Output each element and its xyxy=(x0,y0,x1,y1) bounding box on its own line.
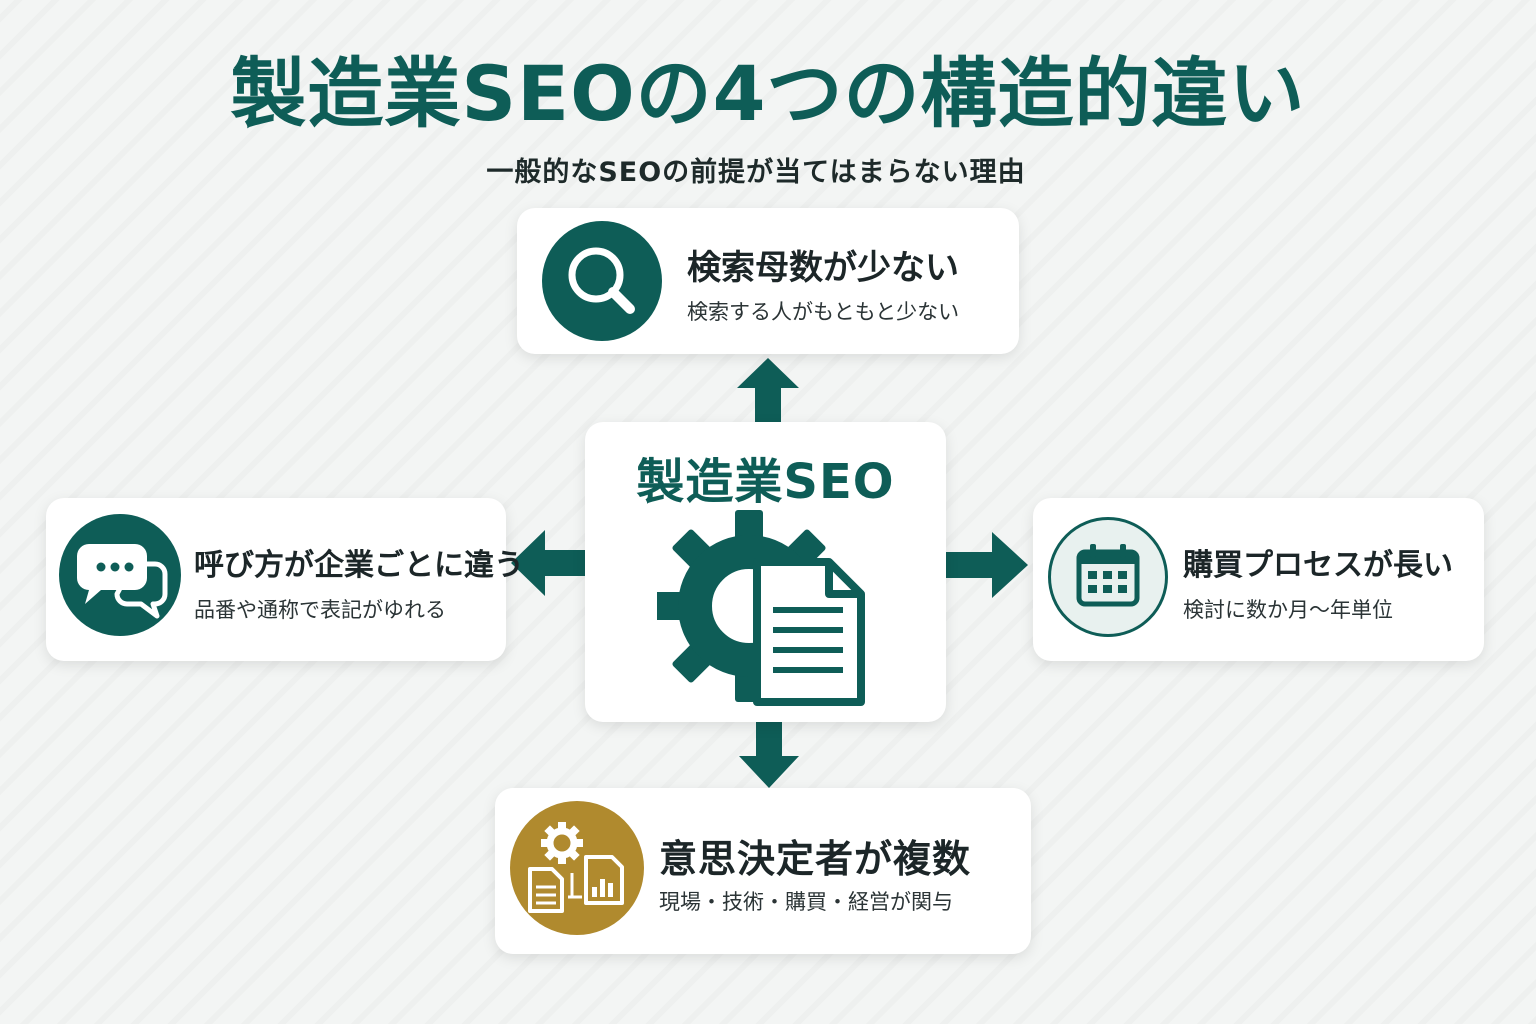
page-title: 製造業SEOの4つの構造的違い xyxy=(230,49,1306,138)
calendar-icon xyxy=(1048,517,1168,637)
card-title: 検索母数が少ない xyxy=(687,248,959,288)
gear-documents-chart-icon xyxy=(510,801,644,935)
arrow-right-icon xyxy=(946,532,1028,598)
center-title: 製造業SEO xyxy=(636,454,895,510)
arrow-up-icon xyxy=(737,358,799,424)
card-search-volume: 検索母数が少ない 検索する人がもともと少ない xyxy=(517,208,1019,354)
page-subtitle: 一般的なSEOの前提が当てはまらない理由 xyxy=(486,157,1026,188)
card-naming-variation: 呼び方が企業ごとに違う 品番や通称で表記がゆれる xyxy=(46,498,524,661)
card-description: 検索する人がもともと少ない xyxy=(687,300,960,324)
card-decision-makers: 意思決定者が複数 現場・技術・購買・経営が関与 xyxy=(495,788,1031,954)
card-title: 購買プロセスが長い xyxy=(1183,548,1453,583)
arrow-down-icon xyxy=(739,722,799,788)
card-description: 検討に数か月〜年単位 xyxy=(1183,598,1393,622)
card-title: 意思決定者が複数 xyxy=(659,837,972,881)
chat-bubbles-icon xyxy=(59,514,181,636)
card-description: 現場・技術・購買・経営が関与 xyxy=(659,890,953,914)
card-description: 品番や通称で表記がゆれる xyxy=(194,598,446,622)
gear-document-icon xyxy=(653,504,879,710)
card-title: 呼び方が企業ごとに違う xyxy=(194,548,524,583)
card-purchase-process: 購買プロセスが長い 検討に数か月〜年単位 xyxy=(1033,498,1484,661)
arrow-left-icon xyxy=(511,530,585,596)
center-hub-card: 製造業SEO xyxy=(585,422,946,722)
search-icon xyxy=(542,221,662,341)
